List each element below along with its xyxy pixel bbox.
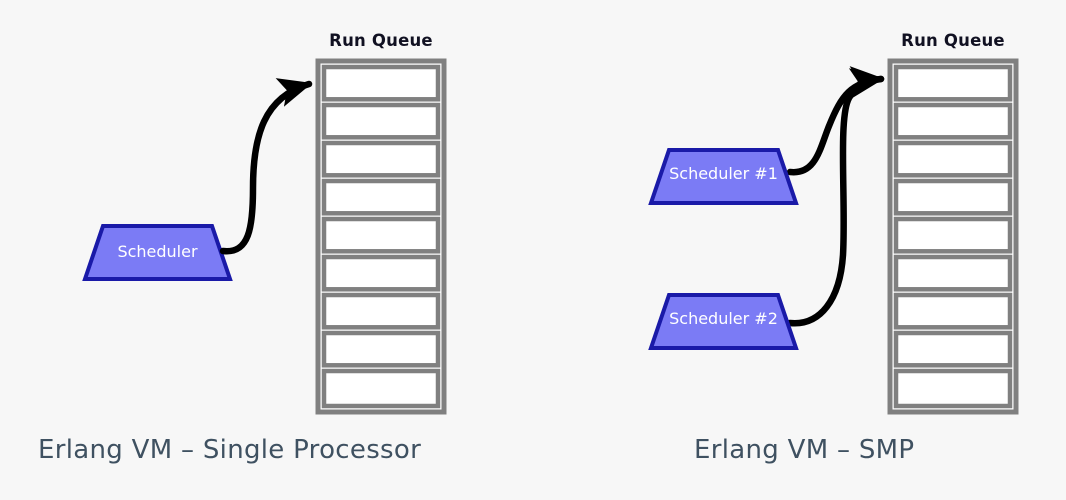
panel-single-processor bbox=[82, 58, 447, 415]
queue-cell bbox=[893, 102, 1013, 140]
queue-cell bbox=[321, 330, 441, 368]
scheduler-shape-single[interactable] bbox=[82, 224, 233, 281]
scheduler-label-1: Scheduler #1 bbox=[669, 164, 778, 183]
scheduler-shape-1[interactable] bbox=[648, 148, 799, 205]
queue-cell bbox=[321, 140, 441, 178]
queue-cell bbox=[893, 292, 1013, 330]
queue-cell bbox=[893, 368, 1013, 409]
caption-single-processor: Erlang VM – Single Processor bbox=[38, 435, 422, 465]
queue-cell bbox=[321, 178, 441, 216]
queue-cell bbox=[893, 64, 1013, 102]
queue-cell bbox=[893, 178, 1013, 216]
queue-cell bbox=[321, 102, 441, 140]
arrow-scheduler-to-queue bbox=[219, 78, 313, 255]
arrow-scheduler2-to-queue bbox=[786, 66, 885, 327]
panel-smp bbox=[648, 58, 1019, 415]
scheduler-label-2: Scheduler #2 bbox=[669, 309, 778, 328]
queue-cell bbox=[321, 216, 441, 254]
queue-title-single: Run Queue bbox=[329, 31, 433, 50]
queue-cell bbox=[893, 216, 1013, 254]
caption-smp: Erlang VM – SMP bbox=[694, 435, 915, 465]
queue-cell bbox=[321, 292, 441, 330]
queue-cell bbox=[321, 368, 441, 409]
queue-title-smp: Run Queue bbox=[901, 31, 1005, 50]
trapezoid[interactable] bbox=[648, 293, 799, 350]
queue-cell bbox=[893, 330, 1013, 368]
run-queue-smp bbox=[887, 58, 1019, 415]
queue-cell bbox=[321, 254, 441, 292]
queue-cell bbox=[893, 254, 1013, 292]
scheduler-shape-2[interactable] bbox=[648, 293, 799, 350]
trapezoid[interactable] bbox=[648, 148, 799, 205]
scheduler-label-single: Scheduler bbox=[117, 242, 198, 261]
queue-cell bbox=[321, 64, 441, 102]
queue-cell bbox=[893, 140, 1013, 178]
trapezoid[interactable] bbox=[82, 224, 233, 281]
arrow-scheduler1-to-queue bbox=[786, 68, 885, 176]
run-queue-single bbox=[315, 58, 447, 415]
